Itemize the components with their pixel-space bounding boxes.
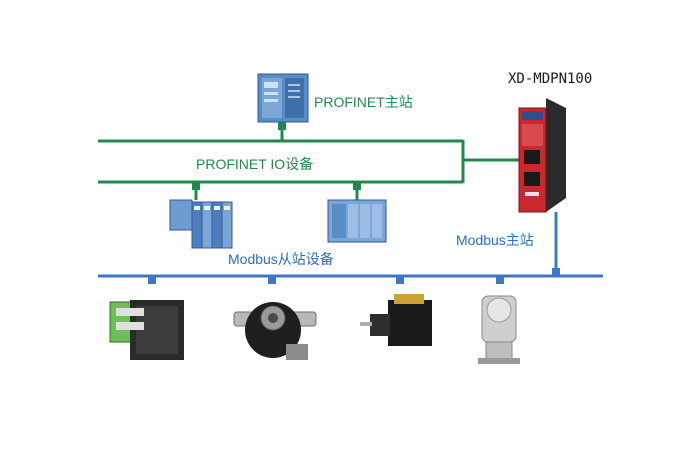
profinet-master-label: PROFINET主站	[314, 94, 413, 110]
io-module-1-icon	[169, 199, 233, 249]
profinet-io-devices-label: PROFINET IO设备	[196, 156, 314, 172]
stepper-motor-icon	[109, 300, 184, 360]
absolute-encoder-icon	[478, 295, 520, 364]
encoder-icon	[233, 302, 317, 360]
modbus-master-label: Modbus主站	[456, 232, 534, 248]
gateway-icon	[518, 98, 566, 213]
gateway-model-label: XD-MDPN100	[508, 71, 593, 87]
modbus-slaves-label: Modbus从站设备	[228, 251, 334, 267]
plc-icon	[257, 73, 309, 123]
io-module-2-icon	[327, 199, 387, 243]
servo-motor-icon	[360, 294, 432, 346]
modbus-bus	[98, 212, 603, 278]
